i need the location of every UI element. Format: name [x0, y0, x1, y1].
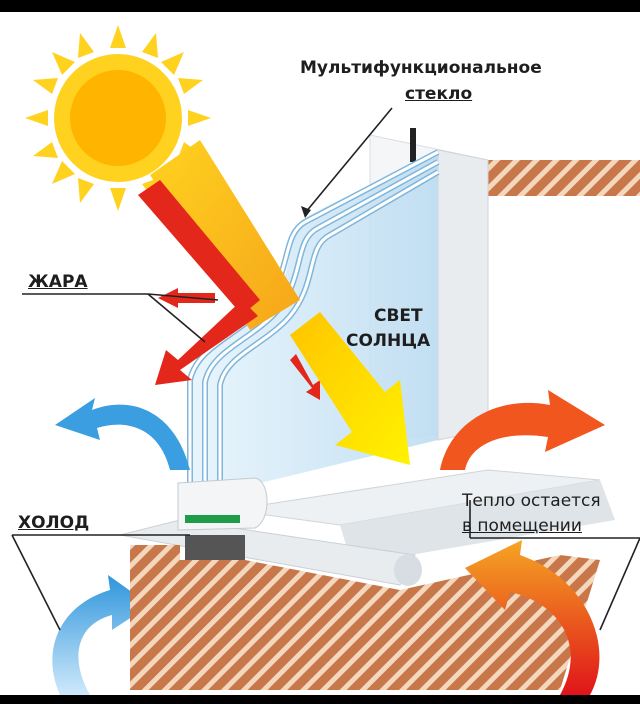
window-profile [177, 477, 268, 560]
label-glass-line1: Мультифункциональное [300, 58, 542, 78]
label-cold: ХОЛОД [18, 513, 90, 533]
sun-icon [25, 25, 211, 211]
label-sunlight-line1: СВЕТ [374, 306, 423, 326]
sun-beam [150, 140, 300, 330]
label-sunlight-line2: СОЛНЦА [346, 331, 431, 351]
top-border [0, 0, 640, 12]
label-warmth-line1: Тепло остается [462, 491, 601, 511]
cold-arrows [52, 398, 190, 695]
diagram-canvas [11, 25, 640, 695]
sunlight-arrow [290, 312, 410, 465]
label-heat: ЖАРА [28, 272, 88, 292]
heat-arrows [138, 180, 320, 400]
warm-arrows [440, 390, 605, 695]
leader-lines [11, 107, 640, 631]
label-warmth-line2: в помещении [462, 516, 582, 536]
bottom-border [0, 695, 640, 704]
label-glass-line2: стекло [405, 84, 473, 104]
